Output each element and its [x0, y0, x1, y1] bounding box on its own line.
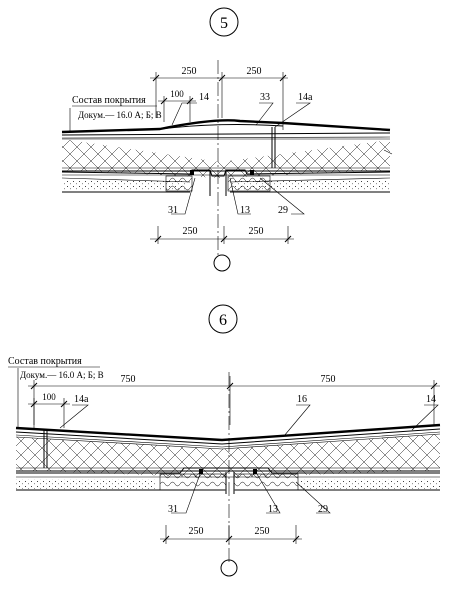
detail-6-dim-100-text: 100 — [42, 392, 56, 402]
detail-5-dim-bottom-left: 250 — [183, 226, 198, 237]
detail-6-dim-750-left: 750 — [121, 374, 136, 385]
detail-6-number-marker: 6 — [208, 304, 238, 334]
detail-5-dim-250-left: 250 — [182, 66, 197, 77]
detail-6-label-13: 13 — [268, 504, 278, 515]
detail-6-top-dimension: 750 750 — [28, 374, 440, 425]
detail-6-composition-label: Состав покрытия Докум.— 16.0 А; Б; В — [8, 356, 104, 428]
detail-5-label-31: 31 — [168, 205, 178, 216]
detail-5-label-14: 14 — [199, 92, 209, 103]
detail-5-dim-bottom-right: 250 — [249, 226, 264, 237]
detail-6-dim-bottom-right: 250 — [255, 526, 270, 537]
detail-6-composition-title: Состав покрытия — [8, 356, 82, 367]
detail-6-label-16: 16 — [297, 394, 307, 405]
detail-5-label-33: 33 — [260, 92, 270, 103]
detail-6-dim-bottom-left: 250 — [189, 526, 204, 537]
detail-5-number: 5 — [220, 15, 228, 32]
detail-5-top-dimension: 250 250 — [150, 66, 288, 130]
detail-5-label-14a: 14а — [298, 92, 313, 103]
detail-6-leaders: 14а 16 14 31 13 29 — [59, 394, 439, 515]
detail-5-axis-marker — [213, 254, 231, 272]
detail-5-composition-label: Состав покрытия Докум.— 16.0 А; Б; В — [69, 95, 162, 132]
detail-6: 6 Состав покрытия Докум.— 16.0 А; Б; В 7… — [8, 304, 441, 577]
detail-6-bottom-dimension: 250 250 — [160, 525, 302, 544]
detail-5-roof-layers — [61, 60, 393, 255]
detail-5-dim-250-right: 250 — [247, 66, 262, 77]
detail-6-label-29: 29 — [318, 504, 328, 515]
detail-6-dim-750-right: 750 — [321, 374, 336, 385]
detail-6-label-31: 31 — [168, 504, 178, 515]
detail-6-label-14a: 14а — [74, 394, 89, 405]
detail-5-dim-100-text: 100 — [170, 89, 184, 99]
detail-5-number-marker: 5 — [209, 7, 239, 37]
detail-5: 5 250 250 Состав покрытия Докум.— 16.0 А… — [61, 7, 393, 272]
detail-5-label-13: 13 — [240, 205, 250, 216]
detail-6-label-14: 14 — [426, 394, 436, 405]
detail-5-bottom-dimension: 250 250 — [150, 226, 294, 244]
detail-5-leaders: 14 33 14а 31 13 29 — [168, 92, 313, 216]
detail-6-roof-layers — [15, 372, 441, 562]
detail-6-number: 6 — [219, 312, 227, 329]
detail-6-axis-marker — [220, 559, 238, 577]
detail-5-composition-doc: Докум.— 16.0 А; Б; В — [78, 110, 162, 120]
detail-5-composition-title: Состав покрытия — [72, 95, 146, 106]
detail-6-composition-doc: Докум.— 16.0 А; Б; В — [20, 370, 104, 380]
detail-5-label-29: 29 — [278, 205, 288, 216]
detail-6-dim-100: 100 — [28, 392, 70, 428]
detail-5-dim-100: 100 — [158, 89, 196, 122]
